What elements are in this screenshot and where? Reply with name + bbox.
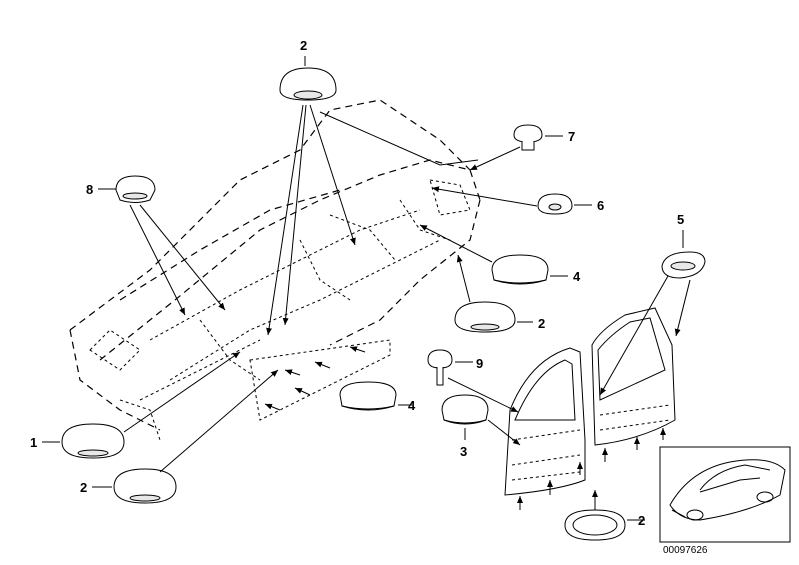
plug-9: 9 [427,349,519,413]
plug-6: 6 [431,186,604,215]
callout-3: 3 [460,444,467,459]
floor-pan [249,339,391,421]
reference-code: 00097626 [663,545,708,556]
plug-1: 1 [30,351,241,459]
callout-4-low: 4 [408,398,416,413]
callout-2-mid: 2 [538,316,545,331]
plug-2-mid: 2 [454,254,545,333]
callout-6: 6 [597,198,604,213]
plug-8: 8 [86,175,226,316]
plug-7: 7 [469,124,575,171]
callout-1: 1 [30,435,37,450]
callout-9: 9 [476,356,483,371]
callout-2-bottom: 2 [638,513,645,528]
plug-4-low: 4 [339,381,416,413]
vehicle-thumbnail: 00097626 [659,446,791,556]
plug-2-bottom: 2 [564,490,645,541]
callout-2-left: 2 [80,480,87,495]
plug-4-mid: 4 [419,224,581,285]
plug-2-top: 2 [266,38,479,336]
callout-4-mid: 4 [573,269,581,284]
car-body-shell [69,99,481,441]
callout-8: 8 [86,182,93,197]
rear-door [591,307,676,462]
plug-2-left: 2 [80,369,279,504]
front-door [504,347,586,510]
plug-3: 3 [441,394,521,459]
plug-5: 5 [599,212,706,396]
callout-7: 7 [568,129,575,144]
callout-2-top: 2 [300,38,307,53]
callout-5: 5 [677,212,684,227]
